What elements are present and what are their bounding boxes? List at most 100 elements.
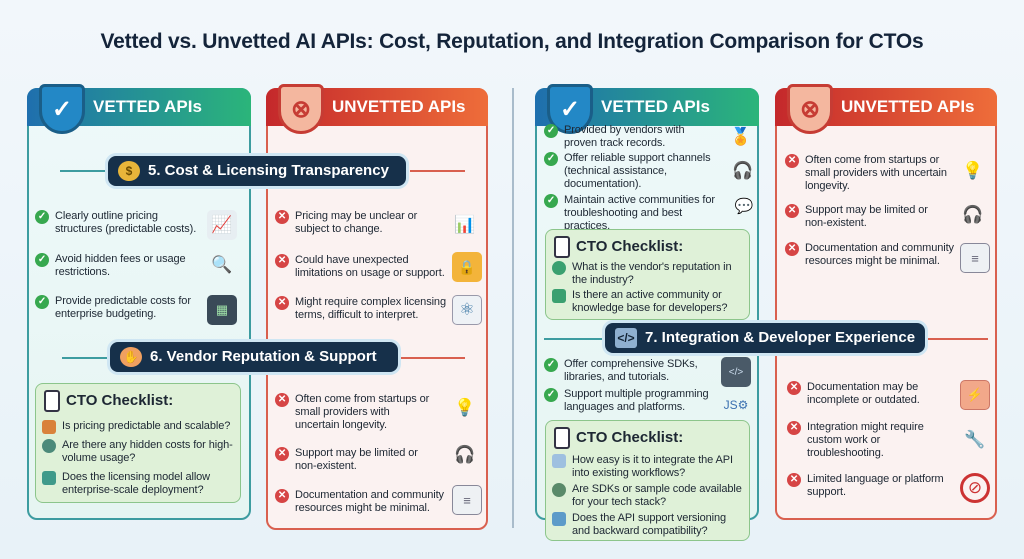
support-unavailable-icon: 🎧	[962, 205, 984, 224]
lightbulb-icon: 💡	[962, 161, 984, 180]
unvetted-header-label: UNVETTED APIs	[332, 97, 466, 116]
list-item: ✕Support may be limited or non-existent.	[785, 204, 935, 230]
item-text: Often come from startups or small provid…	[805, 154, 947, 192]
item-text: How easy is it to integrate the API into…	[572, 454, 733, 479]
cto-checklist-cost: CTO Checklist: Is pricing predictable an…	[35, 383, 241, 503]
list-item: ✕ Documentation may be incomplete or outd…	[787, 381, 937, 407]
item-text: Are SDKs or sample code available for yo…	[572, 483, 742, 508]
chat-bubbles-icon: 💬	[734, 198, 754, 215]
calculator-icon: ▦	[207, 295, 237, 325]
gears-icon	[552, 483, 566, 497]
cto-checklist-vendor: CTO Checklist: What is the vendor's repu…	[545, 229, 750, 320]
x-icon: ✕	[275, 210, 289, 224]
checklist-item: Is there an active community or knowledg…	[552, 289, 744, 315]
item-text: Pricing may be unclear or subject to cha…	[295, 210, 418, 235]
programming-languages-icon: JS⚙	[723, 398, 749, 412]
section-title: 6. Vendor Reputation & Support	[150, 348, 377, 365]
x-icon: ✕	[275, 254, 289, 268]
list-item: ✕ Might require complex licensing terms, …	[275, 296, 450, 322]
item-text: Documentation and community resources mi…	[295, 489, 444, 514]
unvetted-header-label: UNVETTED APIs	[841, 97, 975, 116]
item-text: Does the licensing model allow enterpris…	[62, 471, 211, 496]
list-item: ✕ Limited language or platform support.	[787, 473, 947, 499]
hand-coin-icon	[552, 261, 566, 275]
check-icon: ✓	[544, 152, 558, 166]
x-icon: ✕	[785, 154, 799, 168]
connector-line	[62, 357, 112, 359]
connector-line	[928, 338, 988, 340]
document-icon: ≡	[452, 485, 482, 515]
list-item: ✓Offer reliable support channels (techni…	[544, 152, 728, 191]
list-item: ✕ Documentation and community resources m…	[785, 242, 955, 268]
section-banner-vendor: ✋ 6. Vendor Reputation & Support	[110, 342, 398, 372]
item-text: Does the API support versioning and back…	[572, 512, 727, 537]
handshake-icon: ✋	[120, 347, 142, 367]
no-platform-icon: ⊘	[960, 473, 990, 503]
sdk-books-icon: </>	[721, 357, 751, 387]
check-icon: ✓	[544, 124, 558, 138]
shield-check-icon: ✓	[39, 84, 85, 134]
item-text: Is there an active community or knowledg…	[572, 289, 728, 314]
vetted-header-label: VETTED APIs	[93, 97, 202, 116]
checklist-item: Does the API support versioning and back…	[552, 512, 744, 538]
list-item: ✕ Support may be limited or non-existent.	[275, 447, 435, 473]
list-item: ✓Maintain active communities for trouble…	[544, 194, 730, 233]
check-icon: ✓	[35, 295, 49, 309]
question-chart-icon: 📊	[454, 215, 476, 234]
checklist-item: Are there any hidden costs for high-volu…	[42, 439, 237, 465]
list-item: ✕ Often come from startups or small provi…	[785, 154, 950, 193]
checklist-item: Is pricing predictable and scalable?	[42, 420, 242, 434]
check-icon: ✓	[544, 194, 558, 208]
lightbulb-icon: 💡	[454, 398, 476, 417]
item-text: Offer comprehensive SDKs, libraries, and…	[564, 358, 698, 383]
item-text: Documentation may be incomplete or outda…	[807, 381, 920, 406]
support-agent-icon: 🎧	[454, 445, 476, 464]
edit-document-icon	[552, 454, 566, 468]
list-item: ✓Provide predictable costs for enterpris…	[35, 295, 205, 321]
list-item: ✓Clearly outline pricing structures (pre…	[35, 210, 205, 236]
complex-document-icon: ⚛	[452, 295, 482, 325]
item-text: Might require complex licensing terms, d…	[295, 296, 446, 321]
coins-icon: $	[118, 161, 140, 181]
item-text: Documentation and community resources mi…	[805, 242, 954, 267]
x-icon: ✕	[275, 447, 289, 461]
list-item: ✕Integration might require custom work o…	[787, 421, 937, 460]
magnifier-no-fees-icon: 🔍	[211, 255, 233, 274]
shield-x-icon: ⊗	[278, 84, 324, 134]
chart-coin-icon: 📈	[207, 210, 237, 240]
x-icon: ✕	[787, 381, 801, 395]
list-item: ✕Documentation and community resources m…	[275, 489, 445, 515]
item-text: Is pricing predictable and scalable?	[62, 420, 231, 432]
item-text: Limited language or platform support.	[807, 473, 944, 498]
list-item: ✕Often come from startups or small provi…	[275, 393, 435, 432]
connector-line	[544, 338, 604, 340]
clipboard-icon	[44, 390, 60, 412]
check-icon: ✓	[544, 388, 558, 402]
x-icon: ✕	[785, 242, 799, 256]
clipboard-icon	[554, 236, 570, 258]
shield-x-icon: ⊗	[787, 84, 833, 134]
list-item: ✕Could have unexpected limitations on us…	[275, 254, 450, 280]
x-icon: ✕	[275, 393, 289, 407]
x-icon: ✕	[275, 296, 289, 310]
list-item: ✓Avoid hidden fees or usage restrictions…	[35, 253, 205, 279]
clipboard-icon	[554, 427, 570, 449]
item-text: What is the vendor's reputation in the i…	[572, 261, 732, 286]
item-text: Support may be limited or non-existent.	[295, 447, 418, 472]
cto-checklist-integration: CTO Checklist: How easy is it to integra…	[545, 420, 750, 541]
item-text: Are there any hidden costs for high-volu…	[62, 439, 233, 464]
support-headset-icon: 🎧	[732, 161, 754, 180]
item-text: Integration might require custom work or…	[807, 421, 924, 459]
center-divider	[512, 88, 514, 528]
item-text: Support multiple programming languages a…	[564, 388, 709, 413]
connector-line	[410, 170, 465, 172]
section-title: 5. Cost & Licensing Transparency	[148, 162, 389, 179]
checklist-item: What is the vendor's reputation in the i…	[552, 261, 744, 287]
x-icon: ✕	[787, 473, 801, 487]
section-title: 7. Integration & Developer Experience	[645, 329, 916, 346]
broken-wrench-icon: 🔧	[964, 430, 986, 449]
version-windows-icon	[552, 512, 566, 526]
checklist-item: Are SDKs or sample code available for yo…	[552, 483, 747, 509]
check-icon: ✓	[35, 253, 49, 267]
list-item: ✓ Support multiple programming languages …	[544, 388, 714, 414]
